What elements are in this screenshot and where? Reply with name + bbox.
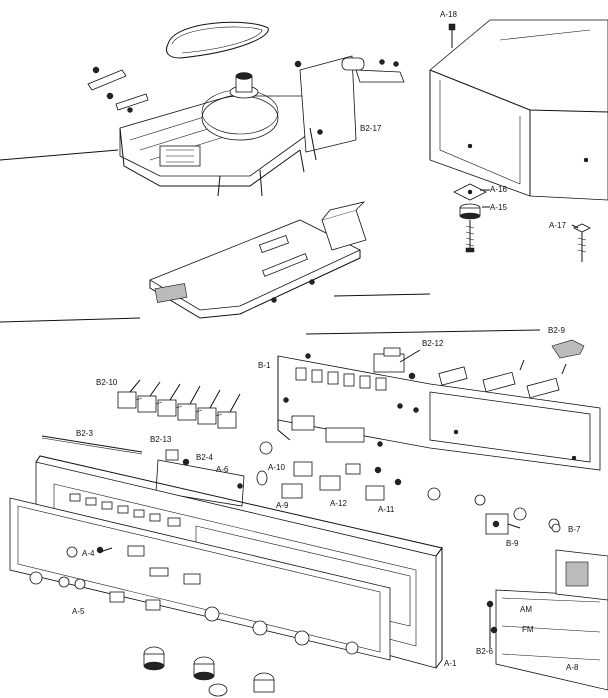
label-a1: A-1 <box>444 659 457 668</box>
switch-b2-12 <box>373 347 421 380</box>
drive-belt <box>166 21 269 59</box>
lever-switches <box>438 359 567 399</box>
chassis-frame-b1 <box>277 355 601 471</box>
screw-a17 <box>571 223 591 262</box>
cabinet-cover <box>429 19 608 201</box>
label-b2-4: B2-4 <box>196 453 213 462</box>
label-a16: A-16 <box>490 185 507 194</box>
label-a8: A-8 <box>566 663 579 672</box>
label-b2-12: B2-12 <box>422 339 444 348</box>
knob-cap-b2-9 <box>551 339 585 359</box>
label-a15: A-15 <box>490 203 507 212</box>
washer-b7 <box>551 523 561 533</box>
knob-caps <box>256 441 560 530</box>
dial-plate-a8 <box>486 549 608 691</box>
small-pcb-a6 <box>155 449 245 507</box>
label-b2-6: B2-6 <box>476 647 493 656</box>
screw-a18 <box>448 23 456 48</box>
label-b2-3: B2-3 <box>76 429 93 438</box>
label-b2-9: B2-9 <box>548 326 565 335</box>
pushbutton-row-b2-10 <box>117 379 241 429</box>
label-a10: A-10 <box>268 463 285 472</box>
label-a12: A-12 <box>330 499 347 508</box>
label-a9: A-9 <box>276 501 289 510</box>
label-a18: A-18 <box>440 10 457 19</box>
label-b9: B-9 <box>506 539 519 548</box>
front-bezel-a5 <box>9 497 391 661</box>
label-fm: FM <box>522 625 534 634</box>
control-knobs <box>143 646 275 697</box>
label-b1: B-1 <box>258 361 271 370</box>
label-am: AM <box>520 605 532 614</box>
tuning-pcb-board <box>149 201 367 319</box>
label-a4: A-4 <box>82 549 95 558</box>
tape-mechanism-assembly <box>87 55 405 197</box>
label-a11: A-11 <box>378 505 395 514</box>
foot-assembly <box>453 183 490 253</box>
label-b2-17: B2-17 <box>360 124 382 133</box>
label-b2-10: B2-10 <box>96 378 118 387</box>
rotary-switch-b9 <box>485 513 521 535</box>
label-a5: A-5 <box>72 607 85 616</box>
label-a17: A-17 <box>549 221 566 230</box>
label-b7: B-7 <box>568 525 581 534</box>
rod-b2-3 <box>41 435 143 455</box>
label-b2-13: B2-13 <box>150 435 172 444</box>
label-a6: A-6 <box>216 465 229 474</box>
